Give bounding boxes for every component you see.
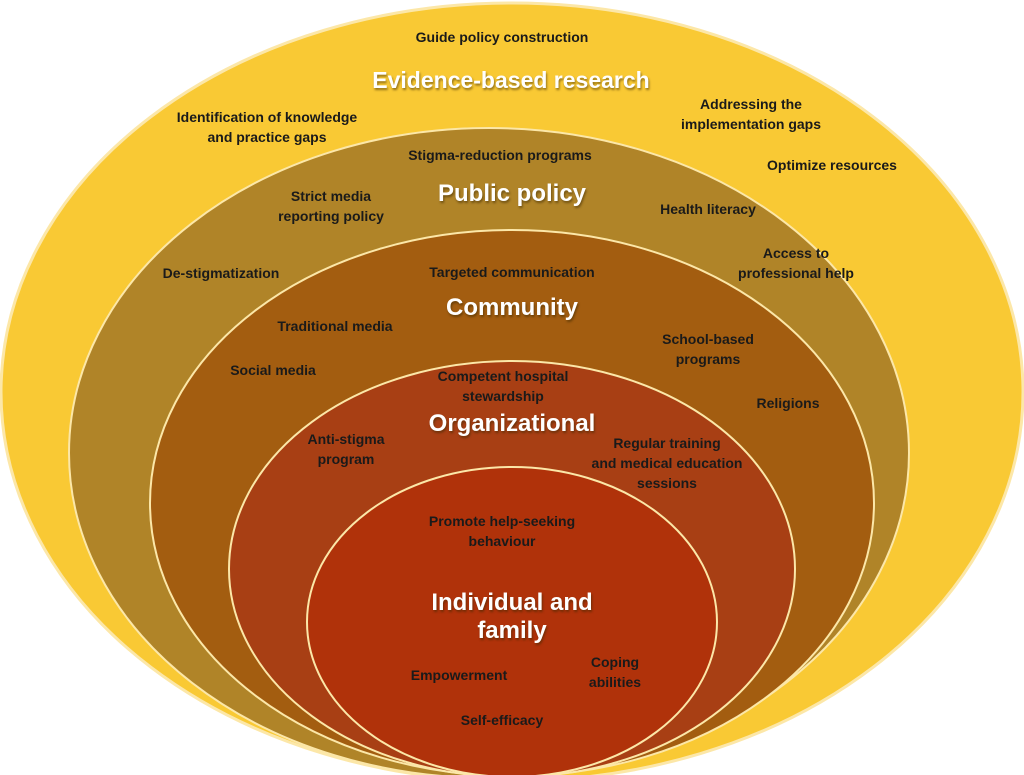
- promote-help-seeking-label: Promote help-seeking behaviour: [428, 513, 576, 549]
- addressing-implementation-gaps-label: Addressing the implementation gaps: [680, 96, 822, 132]
- guide-policy-construction-label: Guide policy construction: [415, 29, 589, 45]
- competent-hospital-stewardship-label: Competent hospital stewardship: [437, 368, 569, 404]
- coping-abilities-label: Coping abilities: [588, 654, 642, 690]
- de-stigmatization-label: De-stigmatization: [162, 265, 280, 281]
- regular-training-label: Regular training and medical education s…: [591, 435, 743, 491]
- self-efficacy-label: Self-efficacy: [460, 712, 544, 728]
- empowerment-label: Empowerment: [410, 667, 508, 683]
- religions-label: Religions: [756, 395, 820, 411]
- targeted-communication-label: Targeted communication: [429, 264, 595, 280]
- evidence-based-research-title: Evidence-based research: [372, 67, 650, 93]
- organizational-title: Organizational: [428, 410, 596, 437]
- strict-media-reporting-policy-label: Strict media reporting policy: [278, 188, 384, 224]
- health-literacy-label: Health literacy: [660, 201, 756, 217]
- community-title: Community: [446, 294, 578, 321]
- individual-and-family-ring: [306, 466, 718, 775]
- access-to-professional-help-label: Access to professional help: [738, 245, 854, 281]
- social-media-label: Social media: [230, 362, 316, 378]
- identification-of-gaps-label: Identification of knowledge and practice…: [176, 109, 358, 145]
- individual-and-family-title: Individual and family: [431, 589, 593, 644]
- school-based-programs-label: School-based programs: [662, 331, 754, 367]
- public-policy-title: Public policy: [437, 180, 587, 207]
- anti-stigma-program-label: Anti-stigma program: [307, 431, 385, 467]
- stigma-reduction-programs-label: Stigma-reduction programs: [408, 147, 592, 163]
- traditional-media-label: Traditional media: [277, 318, 393, 334]
- optimize-resources-label: Optimize resources: [767, 157, 897, 173]
